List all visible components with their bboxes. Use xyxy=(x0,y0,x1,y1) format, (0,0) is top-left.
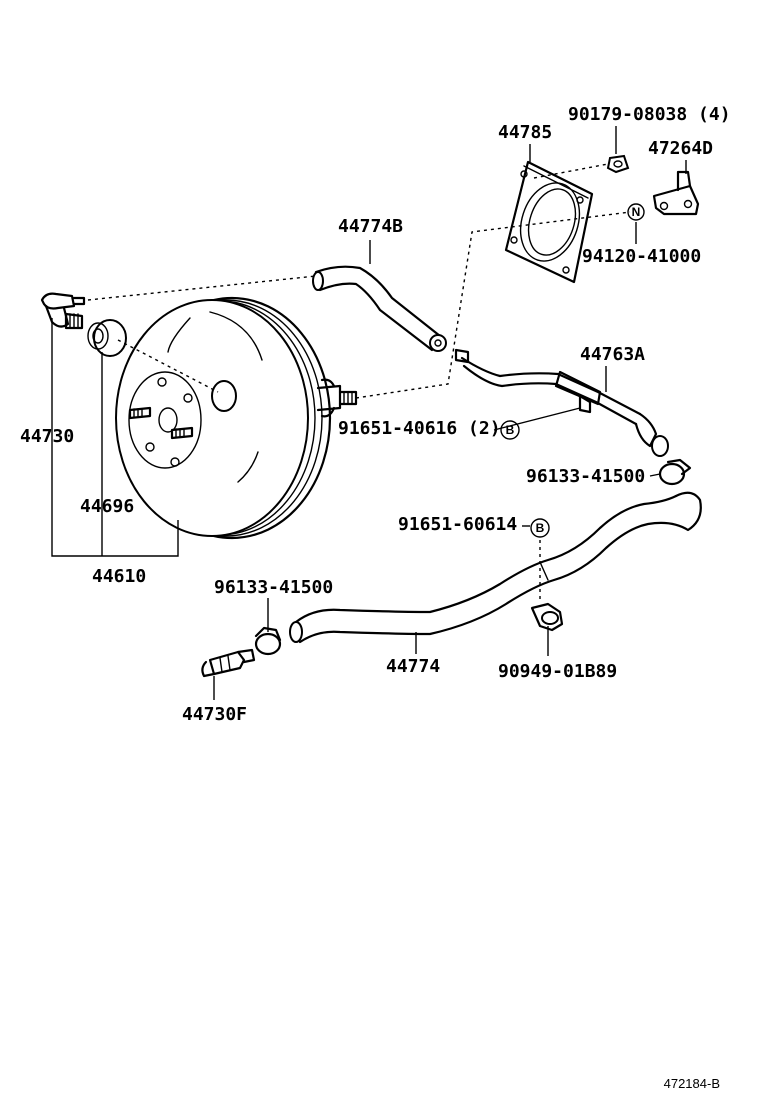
label-44763a: 44763A xyxy=(580,344,645,365)
label-44610: 44610 xyxy=(92,566,146,587)
hose-44774b xyxy=(312,265,447,352)
label-91651-40616: 91651-40616 (2) xyxy=(338,418,501,439)
badge-n: N xyxy=(627,203,645,221)
diagram-id: 472184-B xyxy=(664,1076,720,1091)
hose-44774 xyxy=(289,491,702,644)
clamp-90949 xyxy=(530,602,564,632)
bracket-47264d xyxy=(652,170,700,216)
label-44730f: 44730F xyxy=(182,704,247,725)
label-44774: 44774 xyxy=(386,656,440,677)
svg-text:B: B xyxy=(506,423,515,437)
label-96133-upper: 96133-41500 xyxy=(526,466,645,487)
clamp-96133-lower xyxy=(254,626,282,656)
badge-b-upper: B xyxy=(500,420,520,440)
nut-90179 xyxy=(606,154,630,174)
label-90179: 90179-08038 (4) xyxy=(568,104,731,125)
clamp-96133-upper xyxy=(658,458,692,486)
label-44785: 44785 xyxy=(498,122,552,143)
gasket-44785 xyxy=(504,160,594,284)
label-96133-lower: 96133-41500 xyxy=(214,577,333,598)
label-91651-60614: 91651-60614 xyxy=(398,514,517,535)
label-94120: 94120-41000 xyxy=(582,246,701,267)
label-44730: 44730 xyxy=(20,426,74,447)
leader-lines xyxy=(51,126,687,700)
svg-text:B: B xyxy=(536,521,545,535)
check-valve-44730 xyxy=(40,292,86,330)
label-44774b: 44774B xyxy=(338,216,403,237)
badge-b-lower: B xyxy=(530,518,550,538)
brake-booster xyxy=(115,296,358,540)
fitting-44730f xyxy=(201,648,256,678)
label-44696: 44696 xyxy=(80,496,134,517)
assembly-lines xyxy=(87,163,631,600)
label-90949: 90949-01B89 xyxy=(498,661,617,682)
svg-text:N: N xyxy=(632,205,641,219)
label-47264d: 47264D xyxy=(648,138,713,159)
grommet-44696 xyxy=(87,319,127,357)
pipe-44763a xyxy=(454,348,669,457)
